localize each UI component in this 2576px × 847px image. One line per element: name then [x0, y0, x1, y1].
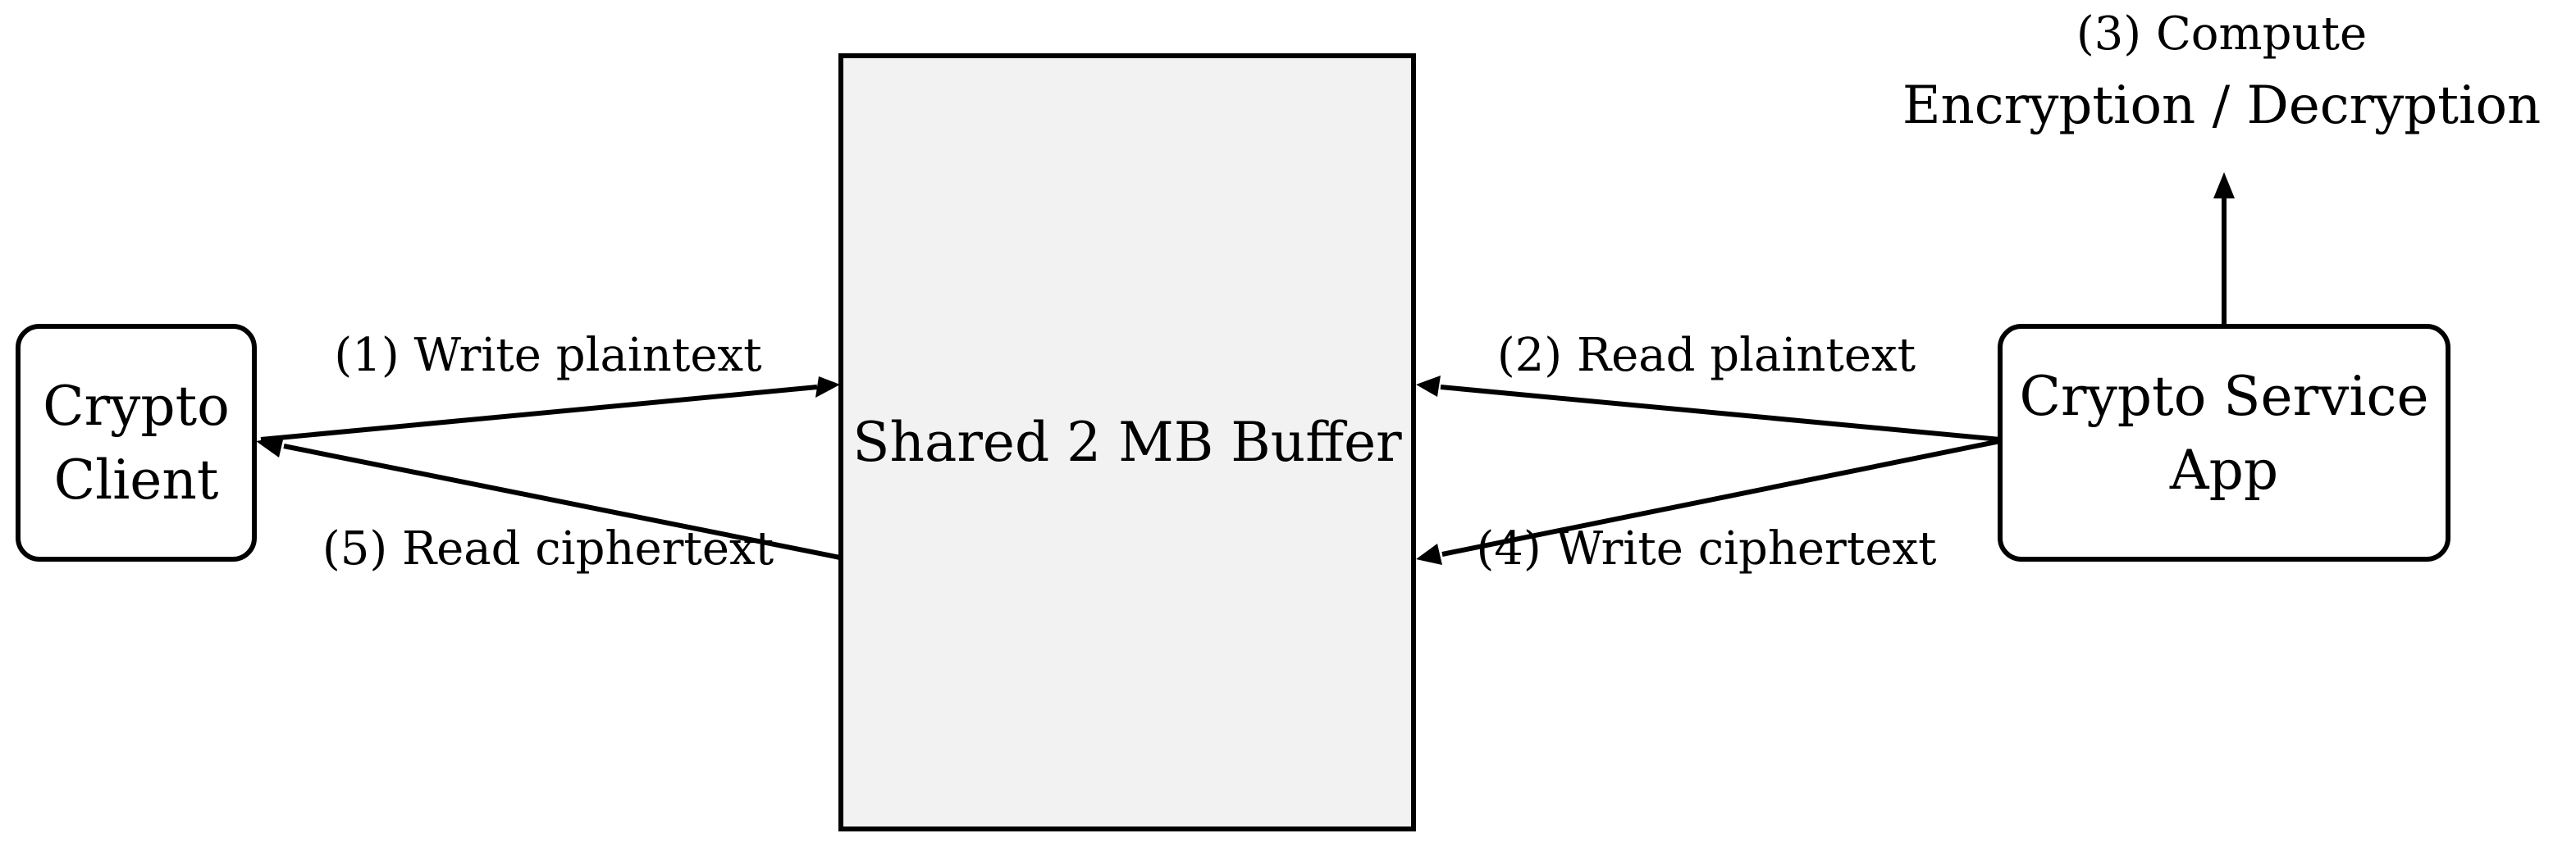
step3-label-line1: (3) Compute [2076, 7, 2367, 61]
crypto-client-label-line2: Client [54, 449, 219, 512]
shared-buffer-node: Shared 2 MB Buffer [838, 53, 1416, 831]
edge-read-plaintext-line [1440, 385, 2001, 442]
crypto-service-label-line2: App [2169, 439, 2278, 502]
step2-label: (2) Read plaintext [1497, 329, 1916, 382]
crypto-client-box [16, 324, 257, 562]
edge-read-plaintext [1416, 376, 2001, 442]
edge-compute [2213, 172, 2235, 326]
edge-write-plaintext [260, 376, 840, 442]
step1-label: (1) Write plaintext [334, 329, 762, 382]
edge-read-ciphertext-arrowhead [256, 436, 284, 458]
edge-write-ciphertext-line [1441, 439, 2001, 557]
crypto-client-node: Crypto Client [16, 324, 257, 562]
edge-compute-arrowhead [2213, 172, 2235, 198]
edge-write-plaintext-line [260, 385, 818, 442]
shared-buffer-label: Shared 2 MB Buffer [852, 411, 1402, 474]
edge-write-ciphertext [1416, 439, 2001, 565]
edge-read-ciphertext-line [283, 444, 841, 560]
shared-buffer-box [838, 53, 1416, 831]
step5-label: (5) Read ciphertext [322, 522, 774, 576]
step3-label-line2: Encryption / Decryption [1902, 75, 2541, 136]
edge-write-plaintext-arrowhead [815, 376, 840, 398]
edge-read-ciphertext [256, 436, 841, 560]
crypto-service-label-line1: Crypto Service [2019, 365, 2428, 428]
edge-write-ciphertext-arrowhead [1416, 544, 1442, 565]
crypto-service-node: Crypto Service App [1998, 324, 2450, 562]
crypto-client-label-line1: Crypto [43, 375, 230, 438]
edge-read-plaintext-arrowhead [1416, 376, 1441, 397]
step4-label: (4) Write ciphertext [1476, 522, 1937, 576]
